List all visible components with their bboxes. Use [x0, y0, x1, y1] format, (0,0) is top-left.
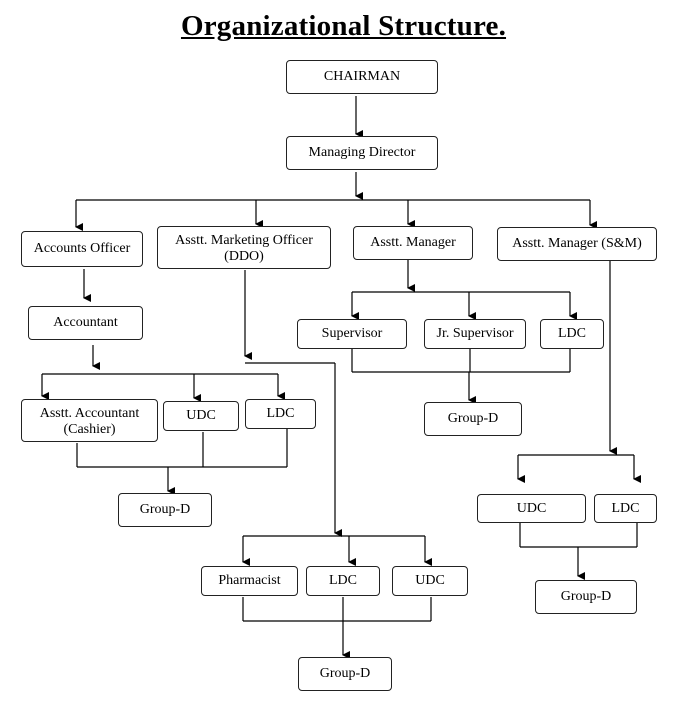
node-group-d-accounts: Group-D: [118, 493, 212, 527]
page-title: Organizational Structure.: [180, 10, 507, 42]
node-udc-accounts: UDC: [163, 401, 239, 431]
node-udc-marketing: UDC: [392, 566, 468, 596]
node-asstt-marketing-officer: Asstt. Marketing Officer (DDO): [157, 226, 331, 269]
node-jr-supervisor: Jr. Supervisor: [424, 319, 526, 349]
node-ldc-manager: LDC: [540, 319, 604, 349]
node-ldc-accounts: LDC: [245, 399, 316, 429]
node-asstt-manager: Asstt. Manager: [353, 226, 473, 260]
node-chairman: CHAIRMAN: [286, 60, 438, 94]
node-ldc-sm: LDC: [594, 494, 657, 523]
node-group-d-manager: Group-D: [424, 402, 522, 436]
node-asstt-accountant: Asstt. Accountant (Cashier): [21, 399, 158, 442]
node-accountant: Accountant: [28, 306, 143, 340]
node-ldc-marketing: LDC: [306, 566, 380, 596]
node-group-d-sm: Group-D: [535, 580, 637, 614]
node-group-d-marketing: Group-D: [298, 657, 392, 691]
node-asstt-manager-sm: Asstt. Manager (S&M): [497, 227, 657, 261]
node-pharmacist: Pharmacist: [201, 566, 298, 596]
node-managing-director: Managing Director: [286, 136, 438, 170]
node-accounts-officer: Accounts Officer: [21, 231, 143, 267]
node-supervisor: Supervisor: [297, 319, 407, 349]
node-udc-sm: UDC: [477, 494, 586, 523]
